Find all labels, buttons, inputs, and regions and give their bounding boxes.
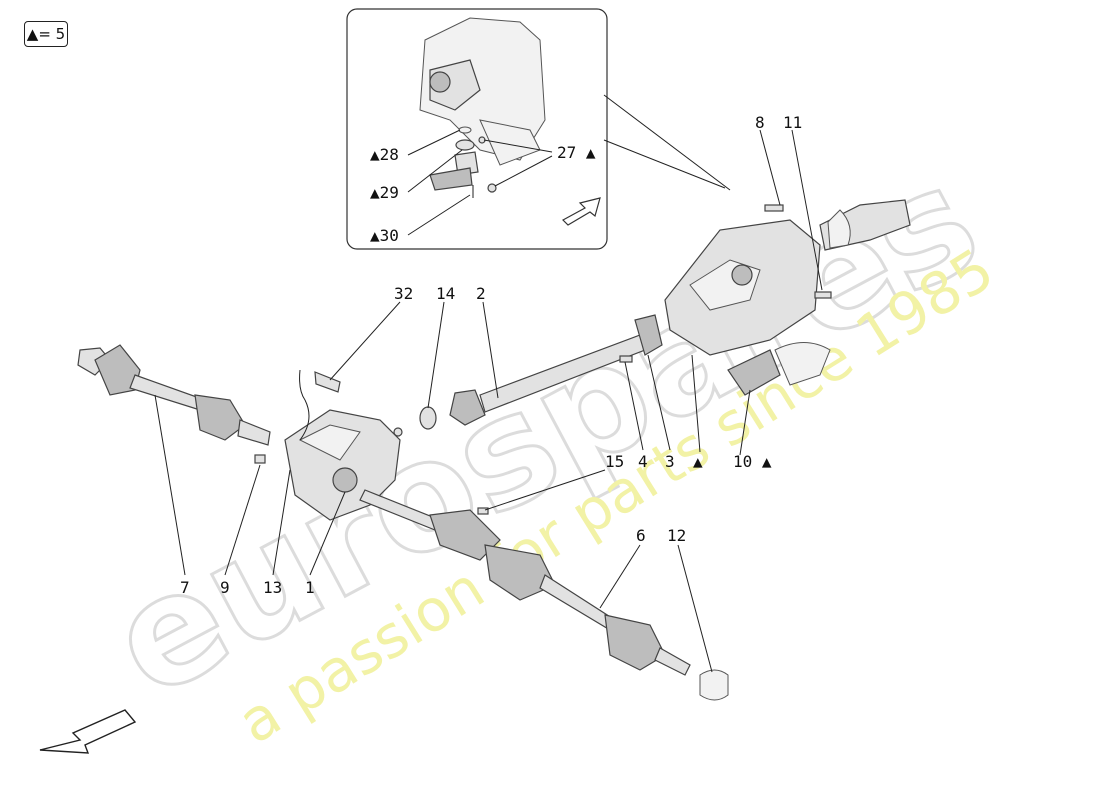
callout-12: 12 bbox=[667, 526, 686, 545]
inset-detail: ▲28 ▲29 ▲30 27 ▲ bbox=[346, 8, 731, 250]
transfer-case bbox=[664, 199, 911, 396]
callout-7: 7 bbox=[180, 578, 190, 597]
callout-32: 32 bbox=[394, 284, 413, 303]
leader-lines bbox=[154, 129, 823, 673]
callout-15: 15 bbox=[605, 452, 624, 471]
callout-6: 6 bbox=[636, 526, 646, 545]
left-drive-shaft bbox=[77, 344, 271, 446]
propeller-shaft bbox=[419, 314, 663, 430]
callout-8: 8 bbox=[755, 113, 765, 132]
callout-29: ▲29 bbox=[370, 183, 399, 202]
callout-13: 13 bbox=[263, 578, 282, 597]
callout-4: 4 bbox=[638, 452, 648, 471]
legend-box: ▲= 5 bbox=[24, 21, 68, 47]
callout-2: 2 bbox=[476, 284, 486, 303]
callout-27: 27 ▲ bbox=[557, 143, 596, 162]
inset-arrow-icon bbox=[562, 197, 601, 226]
direction-arrow-icon bbox=[39, 709, 137, 754]
callout-11: 11 bbox=[783, 113, 802, 132]
callout-30: ▲30 bbox=[370, 226, 399, 245]
inset-transfer-case bbox=[419, 17, 546, 166]
callout-1: 1 bbox=[305, 578, 315, 597]
callout-3: 3 bbox=[665, 452, 675, 471]
callout-triangle: ▲ bbox=[693, 452, 703, 471]
callout-14: 14 bbox=[436, 284, 455, 303]
right-drive-shaft bbox=[359, 489, 729, 701]
callout-10: 10 ▲ bbox=[733, 452, 772, 471]
callout-28: ▲28 bbox=[370, 145, 399, 164]
callout-9: 9 bbox=[220, 578, 230, 597]
